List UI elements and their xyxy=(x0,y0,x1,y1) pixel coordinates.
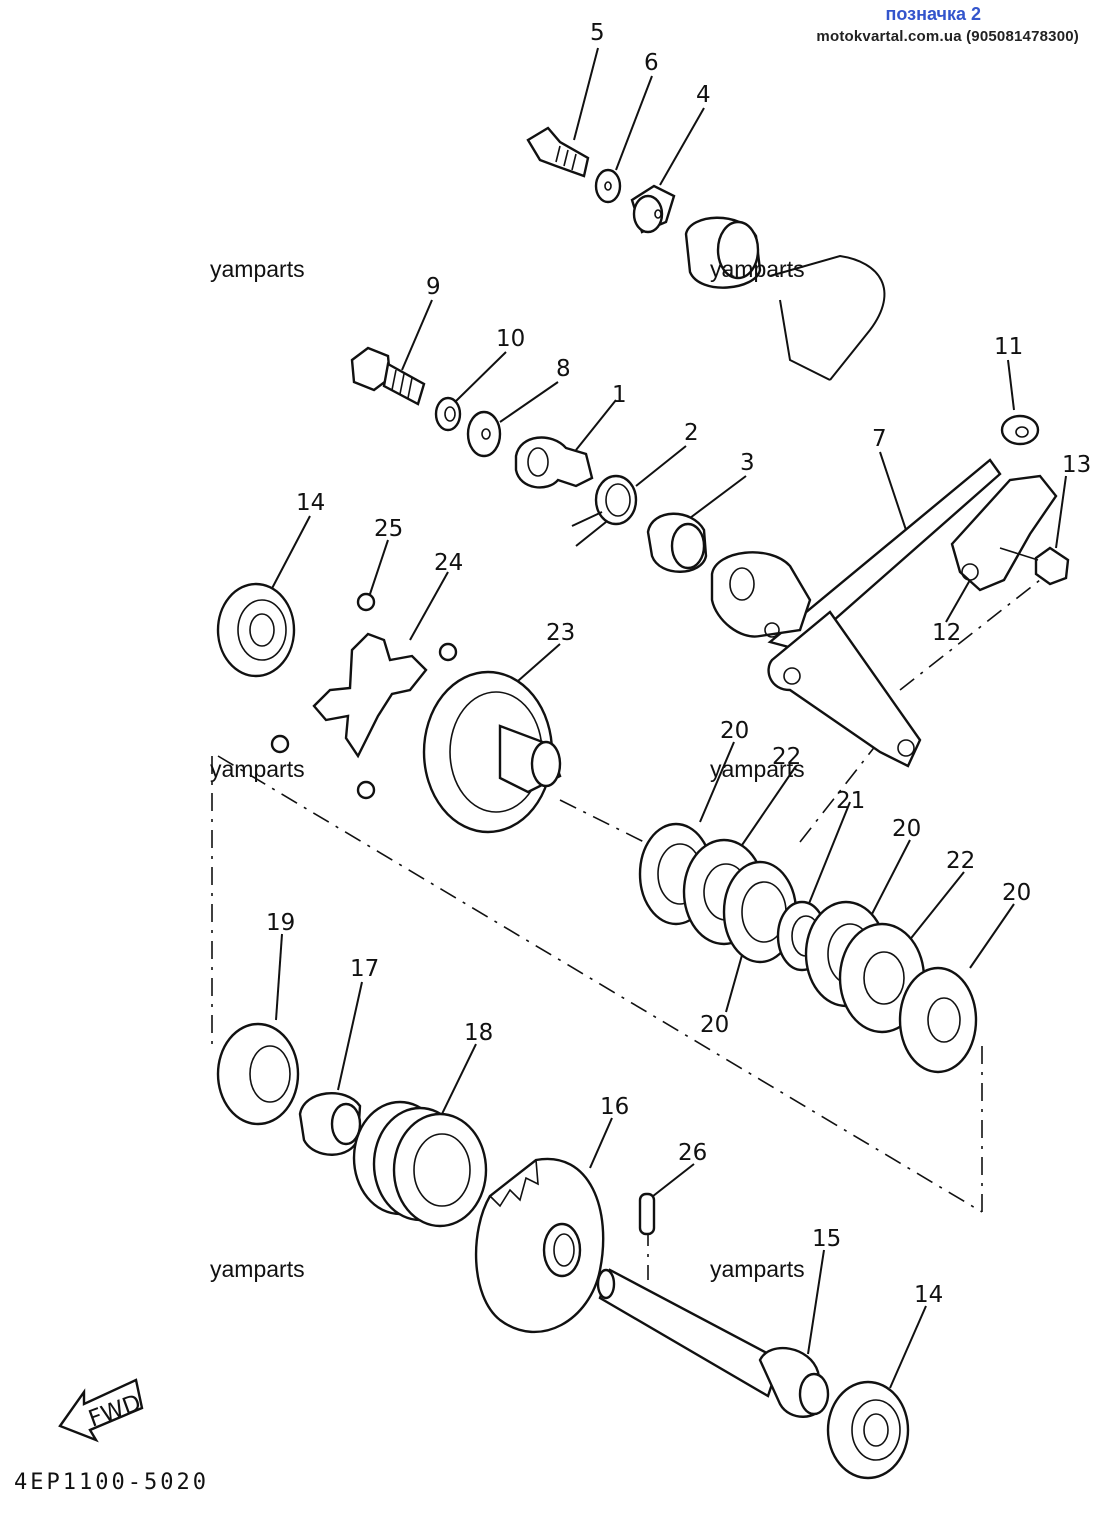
callout-25: 25 xyxy=(374,516,403,542)
callout-24: 24 xyxy=(434,550,463,576)
callout-3: 3 xyxy=(740,450,755,476)
bolt-9 xyxy=(350,346,426,406)
bearing-14-upper xyxy=(216,582,296,678)
callout-16: 16 xyxy=(600,1094,629,1120)
callout-14: 14 xyxy=(296,490,325,516)
gear-16 xyxy=(474,1157,605,1334)
collar-4 xyxy=(630,184,676,234)
watermark: yamparts xyxy=(710,1256,805,1282)
spring-18 xyxy=(352,1100,488,1228)
callout-5: 5 xyxy=(590,20,605,46)
callout-11: 11 xyxy=(994,334,1023,360)
bolt-5 xyxy=(526,126,590,178)
assembly-lines xyxy=(211,579,1041,1280)
callout-12: 12 xyxy=(932,620,961,646)
shaft-15 xyxy=(596,1268,830,1418)
shift-shaft-7 xyxy=(710,458,1002,768)
callout-numbers: 5 6 4 9 10 8 1 2 3 7 11 13 12 14 25 24 2… xyxy=(266,20,1091,1308)
watermark: yamparts xyxy=(210,756,305,782)
callout-2: 2 xyxy=(684,420,699,446)
callout-26: 26 xyxy=(678,1140,707,1166)
callout-15: 15 xyxy=(812,1226,841,1252)
diagram-code: 4EP1100-5020 xyxy=(14,1470,209,1495)
bearing-14-lower xyxy=(826,1380,910,1480)
watermark: yamparts xyxy=(210,1256,305,1282)
shift-sleeve xyxy=(684,216,886,381)
callout-4: 4 xyxy=(696,82,711,108)
watermark: yamparts xyxy=(210,256,305,282)
lever-12 xyxy=(950,474,1058,592)
arm-1 xyxy=(514,436,594,489)
washer-8 xyxy=(466,410,502,458)
header-site-link[interactable]: motokvartal.com.ua (905081478300) xyxy=(816,28,1079,45)
bolt-13 xyxy=(999,546,1070,586)
callout-20b: 20 xyxy=(892,816,921,842)
callout-17: 17 xyxy=(350,956,379,982)
callout-22b: 22 xyxy=(946,848,975,874)
pin-26 xyxy=(638,1192,656,1236)
watermark: yamparts xyxy=(710,256,805,282)
star-plate-24 xyxy=(312,632,428,759)
drum-23 xyxy=(422,670,562,834)
callout-19: 19 xyxy=(266,910,295,936)
header-title: позначка 2 xyxy=(885,4,982,24)
callout-14b: 14 xyxy=(914,1282,943,1308)
leader-lines xyxy=(267,47,1067,1389)
callout-20a: 20 xyxy=(720,718,749,744)
lock-washer-10 xyxy=(434,396,462,432)
callout-8: 8 xyxy=(556,356,571,382)
callout-9: 9 xyxy=(426,274,441,300)
callout-23: 23 xyxy=(546,620,575,646)
callout-13: 13 xyxy=(1062,452,1091,478)
callout-6: 6 xyxy=(644,50,659,76)
balls-25 xyxy=(270,592,458,800)
clutch-stack xyxy=(638,822,978,1074)
collar-3 xyxy=(646,512,708,573)
callout-7: 7 xyxy=(872,426,887,452)
callout-1: 1 xyxy=(612,382,627,408)
watermark: yamparts xyxy=(710,756,805,782)
fwd-arrow-icon: FWD xyxy=(58,1378,145,1443)
callout-10: 10 xyxy=(496,326,525,352)
callout-18: 18 xyxy=(464,1020,493,1046)
collar-17 xyxy=(298,1092,362,1156)
seal-19 xyxy=(216,1022,300,1126)
callout-21: 21 xyxy=(836,788,865,814)
nut-11 xyxy=(1000,414,1040,446)
washer-6 xyxy=(594,168,622,204)
callout-20d: 20 xyxy=(700,1012,729,1038)
spring-2 xyxy=(571,474,638,547)
callout-22a: 22 xyxy=(772,744,801,770)
callout-20c: 20 xyxy=(1002,880,1031,906)
